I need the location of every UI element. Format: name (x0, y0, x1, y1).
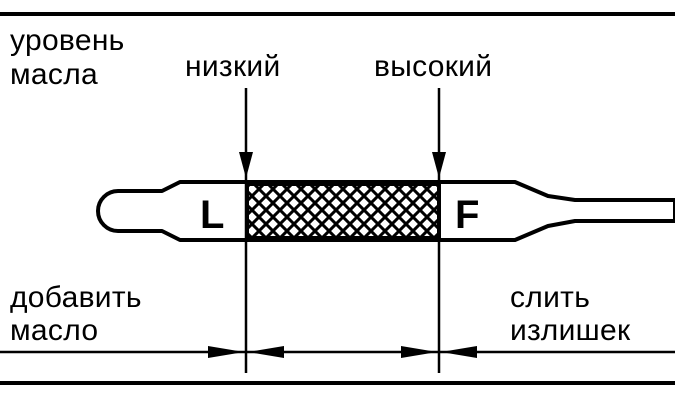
high-left-arrow-head (401, 346, 437, 358)
high-mark-letter: F (455, 193, 479, 237)
add-oil-label-line1: добавить (10, 281, 142, 314)
add-oil-label-line2: масло (10, 314, 99, 347)
low-right-arrow-head (248, 346, 284, 358)
add-oil-arrow-head (208, 346, 244, 358)
high-arrow-head (432, 152, 446, 178)
crosshatch-zone (245, 182, 441, 240)
low-label: низкий (185, 50, 281, 83)
oil-level-label-line1: уровень (10, 24, 125, 57)
oil-level-label-line2: масла (10, 58, 98, 91)
drain-excess-label-line2: излишек (510, 314, 631, 347)
low-mark-letter: L (200, 193, 224, 237)
drain-excess-arrow-head (441, 346, 477, 358)
drain-excess-label-line1: слить (510, 281, 591, 314)
high-label: высокий (374, 50, 493, 83)
low-arrow-head (239, 152, 253, 178)
